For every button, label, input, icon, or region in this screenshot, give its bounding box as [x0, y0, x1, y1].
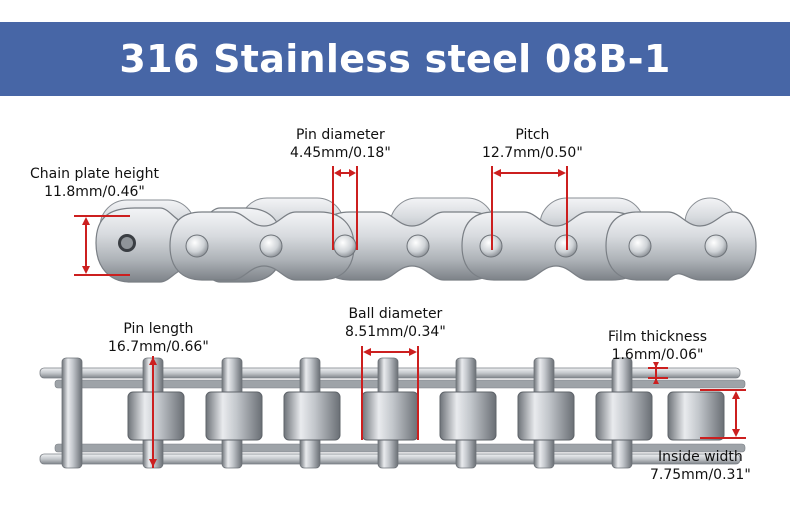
ball-diameter-title: Ball diameter [348, 306, 443, 322]
pitch-value: 12.7mm/0.50" [482, 145, 583, 161]
inside-width-title: Inside width [658, 449, 743, 465]
top-view-rollers [127, 391, 725, 441]
chain-plate-height-value: 11.8mm/0.46" [44, 184, 145, 200]
film-thickness-title: Film thickness [608, 329, 708, 345]
inside-width-label: Inside width 7.75mm/0.31" [650, 448, 751, 484]
film-thickness-dimension [648, 362, 668, 384]
pin-length-title: Pin length [123, 321, 194, 337]
page-title: 316 Stainless steel 08B-1 [119, 37, 671, 81]
pin-length-value: 16.7mm/0.66" [108, 339, 209, 355]
dimension-lines [74, 166, 746, 468]
chain-plate-height-title: Chain plate height [30, 166, 159, 182]
ball-diameter-value: 8.51mm/0.34" [345, 324, 446, 340]
chain-top-view [39, 357, 746, 469]
outer-plates [95, 207, 757, 283]
pin-diameter-value: 4.45mm/0.18" [290, 145, 391, 161]
pin-length-label: Pin length 16.7mm/0.66" [108, 320, 209, 356]
ball-diameter-dimension [361, 346, 419, 440]
pin-diameter-dimension [332, 166, 358, 250]
chain-side-view [95, 197, 757, 283]
ball-diameter-label: Ball diameter 8.51mm/0.34" [345, 305, 446, 341]
inside-width-value: 7.75mm/0.31" [650, 467, 751, 483]
pitch-title: Pitch [515, 127, 550, 143]
pitch-label: Pitch 12.7mm/0.50" [482, 126, 583, 162]
chain-plate-height-label: Chain plate height 11.8mm/0.46" [30, 165, 159, 201]
film-thickness-label: Film thickness 1.6mm/0.06" [608, 328, 707, 364]
chain-plate-height-dimension [74, 215, 130, 276]
pitch-dimension [491, 166, 568, 250]
inside-width-dimension [700, 389, 746, 439]
side-view-pins [118, 234, 728, 258]
pin-diameter-title: Pin diameter [295, 127, 385, 143]
film-thickness-value: 1.6mm/0.06" [611, 347, 704, 363]
title-banner: 316 Stainless steel 08B-1 [0, 22, 790, 96]
pin-length-dimension [149, 356, 157, 468]
pin-diameter-label: Pin diameter 4.45mm/0.18" [290, 126, 391, 162]
